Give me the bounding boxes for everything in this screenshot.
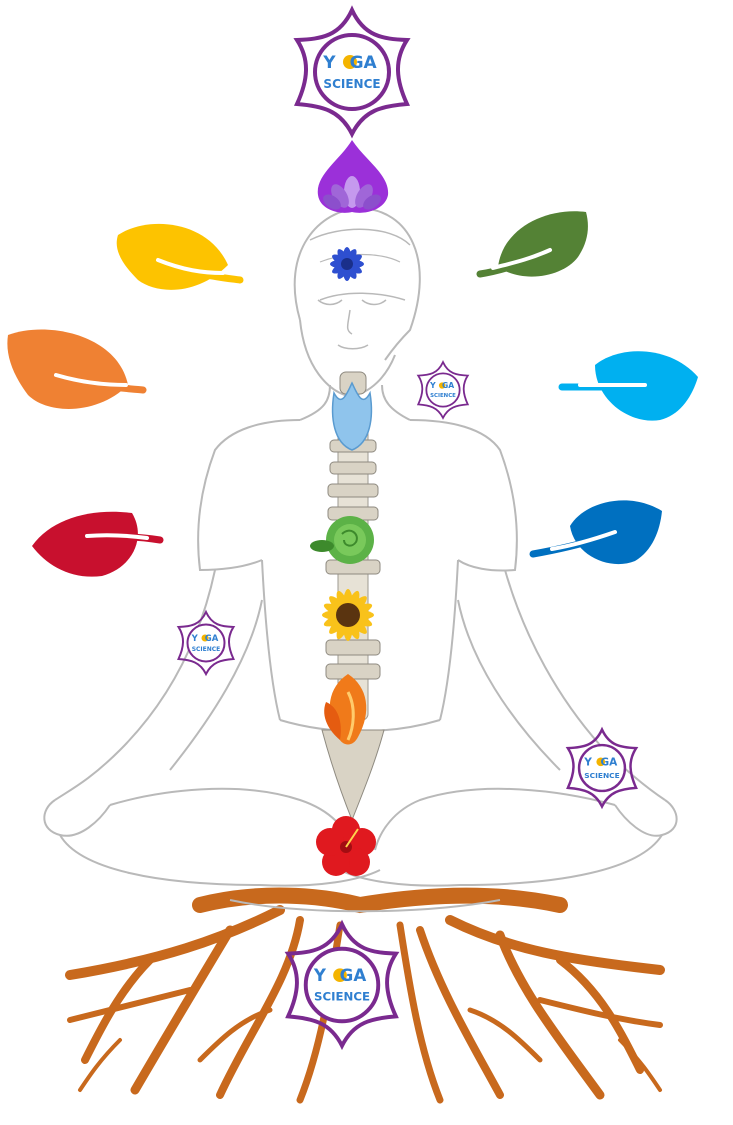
svg-text:SCIENCE: SCIENCE [584, 771, 619, 780]
svg-text:SCIENCE: SCIENCE [192, 646, 221, 653]
solar-plexus-sunflower-icon [322, 589, 374, 641]
root-red-hibiscus-icon [316, 816, 376, 876]
crown-lotus-icon [323, 176, 381, 210]
yellow-leaf-icon [116, 223, 244, 290]
sun-icon [343, 55, 357, 69]
svg-text:YGA: YGA [191, 634, 219, 644]
svg-text:SCIENCE: SCIENCE [323, 77, 380, 91]
sky-blue-leaf-icon [558, 351, 698, 421]
throat-blue-tulip-icon [331, 381, 373, 451]
svg-text:YGA: YGA [583, 757, 618, 769]
sacral-orange-lily-icon [324, 674, 367, 745]
svg-text:YGA: YGA [322, 53, 377, 73]
svg-text:YGA: YGA [313, 966, 366, 985]
orange-leaf-icon [7, 329, 147, 409]
svg-text:SCIENCE: SCIENCE [430, 393, 456, 399]
green-leaf-icon [476, 211, 588, 278]
heart-green-rose-icon [310, 516, 374, 564]
svg-text:SCIENCE: SCIENCE [314, 990, 370, 1004]
svg-text:YGA: YGA [429, 381, 454, 390]
meditating-figure-outline [43, 206, 678, 913]
blue-leaf-icon [529, 500, 662, 565]
third-eye-blue-flower-icon [330, 247, 364, 281]
red-leaf-icon [32, 511, 164, 577]
